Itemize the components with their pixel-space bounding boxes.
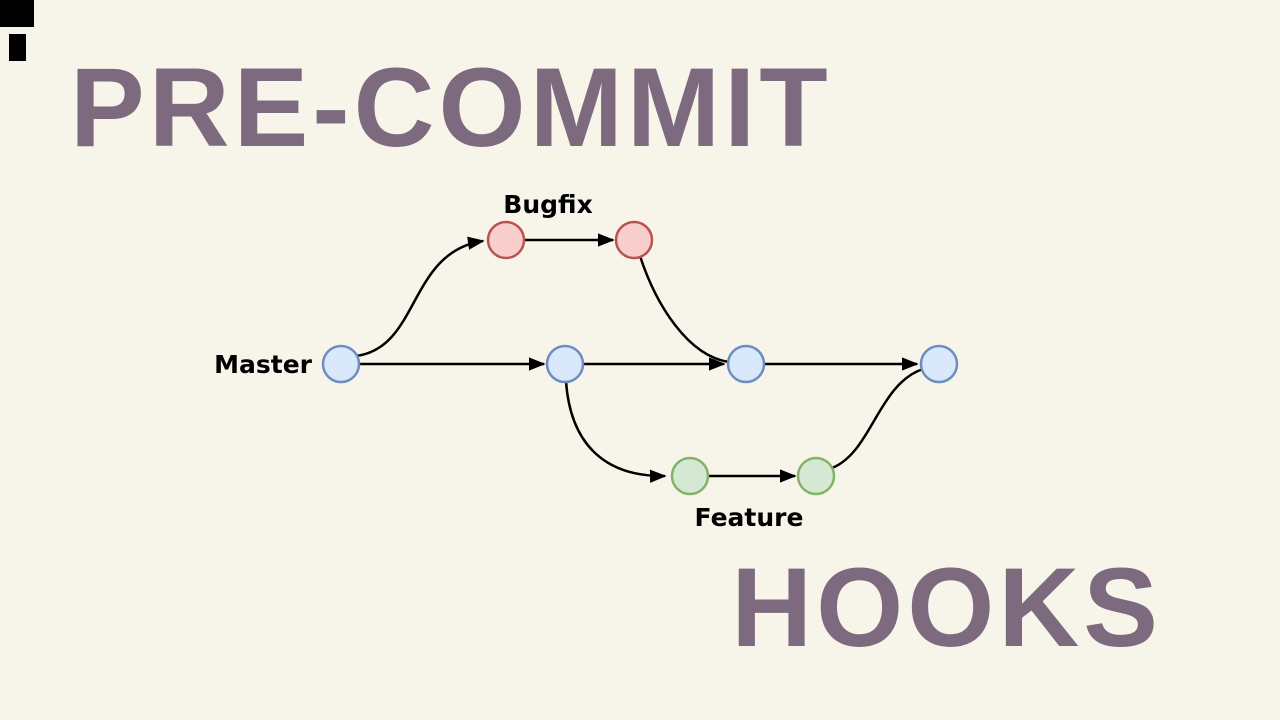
commit-node-feature-1 (670, 456, 710, 496)
commit-node-master-4 (919, 344, 959, 384)
title-pre-commit: PRE-COMMIT (70, 45, 832, 170)
edge-branch-to-feature (564, 380, 667, 483)
edges (355, 233, 924, 483)
edge-bugfix-merge (638, 255, 730, 364)
bugfix-branch-nodes (486, 220, 654, 260)
commit-node-master-2 (545, 344, 585, 384)
commit-node-bugfix-1 (486, 220, 526, 260)
commit-node-bugfix-2 (614, 220, 654, 260)
commit-node-master-3 (726, 344, 766, 384)
label-bugfix: Bugfix (503, 190, 592, 219)
corner-mark-icon (0, 0, 34, 27)
corner-mark-icon (9, 34, 26, 61)
edge-branch-to-bugfix (355, 236, 485, 358)
title-hooks: HOOKS (731, 545, 1162, 670)
label-feature: Feature (695, 503, 804, 532)
feature-branch-nodes (670, 456, 836, 496)
commit-node-feature-2 (796, 456, 836, 496)
label-master: Master (214, 350, 313, 379)
commit-node-master-1 (321, 344, 361, 384)
edge-feature-merge (831, 367, 924, 470)
master-branch-nodes (321, 344, 959, 384)
